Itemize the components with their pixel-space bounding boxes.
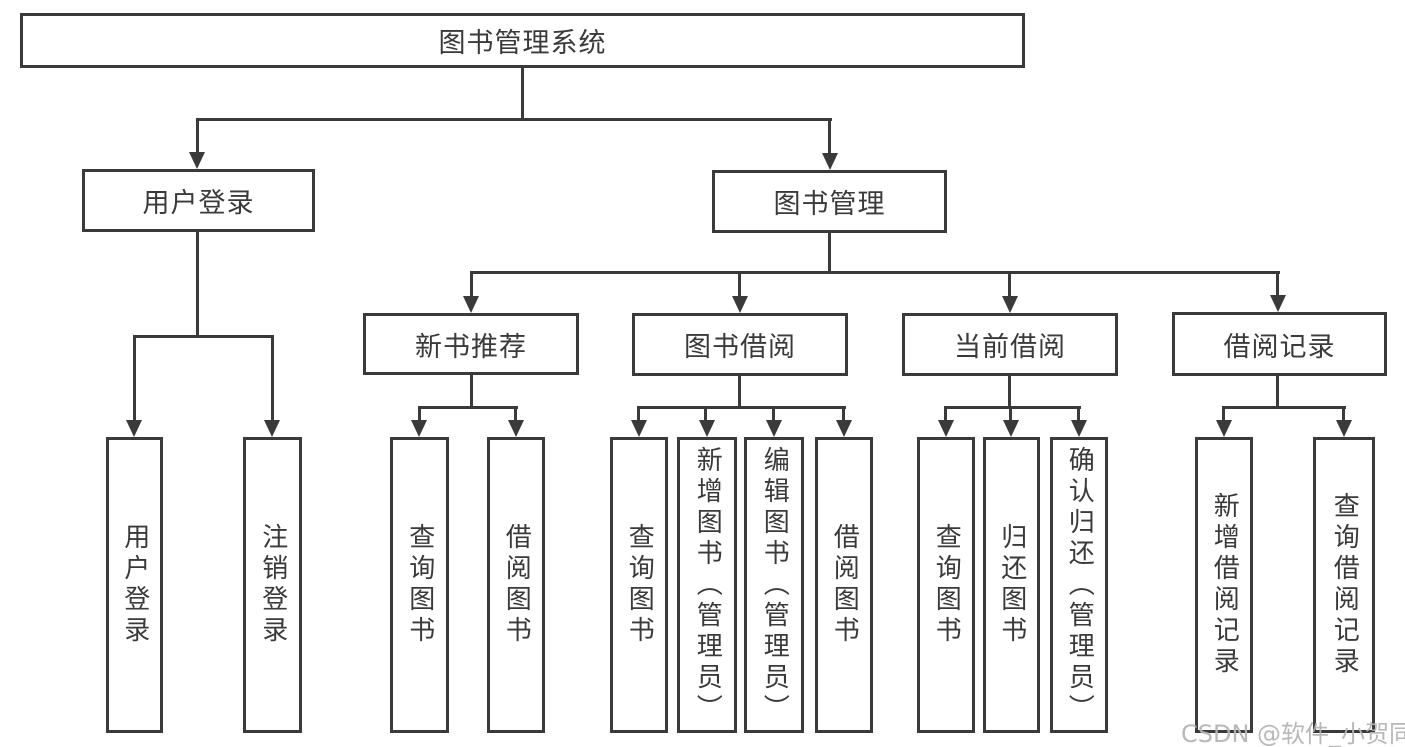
node-book-borrowing: 图书借阅 [632,313,848,376]
node-label: 借阅记录 [1223,331,1336,363]
leaf-query-books-current: 查询图书 [917,437,975,733]
node-label: 查询图书 [931,523,962,647]
node-label: 借阅图书 [501,523,532,647]
leaf-borrow-books-recommend: 借阅图书 [487,437,545,733]
connector-line [196,231,199,337]
connector-line [418,406,421,422]
node-label: 编辑图书（管理员） [759,445,790,725]
connector-line [1222,406,1346,409]
connector-line [944,406,1081,409]
leaf-user-login: 用户登录 [106,437,163,733]
connector-line [470,271,1280,274]
node-new-book-recommendation: 新书推荐 [363,313,579,375]
arrow-down-icon [1336,420,1352,437]
arrow-down-icon [732,296,748,313]
connector-line [1342,406,1345,422]
node-label: 查询借阅记录 [1329,492,1360,678]
arrow-down-icon [463,296,479,313]
connector-line [637,406,640,422]
node-label: 查询图书 [404,523,435,647]
connector-line [521,67,524,120]
connector-line [470,374,473,409]
arrow-down-icon [189,152,205,169]
leaf-logout-login: 注销登录 [243,437,302,733]
connector-line [637,406,846,409]
connector-line [1009,406,1012,422]
connector-line [271,335,274,422]
node-current-borrowing: 当前借阅 [902,313,1118,376]
node-label: 图书管理系统 [438,28,607,59]
arrow-down-icon [411,420,427,437]
node-label: 用户登录 [119,523,150,647]
leaf-borrow-books-borrowing: 借阅图书 [815,437,873,733]
connector-line [772,406,775,422]
leaf-return-books: 归还图书 [983,437,1040,733]
arrow-down-icon [1071,420,1087,437]
node-label: 查询图书 [624,523,655,647]
node-label: 新增借阅记录 [1209,492,1240,678]
arrow-down-icon [1270,295,1286,312]
arrow-down-icon [1003,420,1019,437]
node-label: 借阅图书 [829,523,860,647]
arrow-down-icon [264,420,280,437]
connector-line [196,118,199,154]
arrow-down-icon [836,420,852,437]
node-user-login: 用户登录 [82,169,315,232]
arrow-down-icon [699,420,715,437]
connector-line [470,271,473,298]
watermark: CSDN @软件_小贺同学 [1181,720,1405,747]
leaf-query-books-borrowing: 查询图书 [610,437,668,733]
arrow-down-icon [938,420,954,437]
node-borrow-records: 借阅记录 [1172,312,1387,376]
node-label: 注销登录 [257,523,288,647]
node-label: 图书借阅 [684,332,796,363]
node-book-management: 图书管理 [712,170,947,233]
node-label: 图书管理 [773,189,886,220]
leaf-add-books-admin: 新增图书（管理员） [677,437,737,733]
connector-line [1222,406,1225,422]
leaf-confirm-return-admin: 确认归还（管理员） [1050,437,1108,733]
node-library-management-system: 图书管理系统 [20,13,1025,68]
node-label: 确认归还（管理员） [1064,445,1095,725]
connector-line [1008,375,1011,409]
connector-line [738,375,741,409]
arrow-down-icon [631,420,647,437]
connector-line [1008,271,1011,298]
arrow-down-icon [822,153,838,170]
connector-line [1276,271,1279,298]
arrow-down-icon [508,420,524,437]
leaf-edit-books-admin: 编辑图书（管理员） [744,437,804,733]
leaf-query-books-recommend: 查询图书 [390,437,449,733]
arrow-down-icon [126,420,142,437]
connector-line [133,335,274,338]
connector-line [828,118,831,155]
connector-line [1276,375,1279,409]
arrow-down-icon [1216,420,1232,437]
connector-line [1077,406,1080,422]
node-label: 归还图书 [996,523,1027,647]
node-label: 用户登录 [142,188,255,219]
leaf-add-borrow-record: 新增借阅记录 [1195,437,1253,733]
arrow-down-icon [766,420,782,437]
connector-line [418,406,518,409]
connector-line [828,232,831,274]
arrow-down-icon [1002,296,1018,313]
connector-line [842,406,845,422]
leaf-query-borrow-record: 查询借阅记录 [1313,437,1375,733]
node-label: 当前借阅 [954,332,1066,363]
connector-line [133,335,136,422]
node-label: 新增图书（管理员） [692,445,723,725]
connector-line [704,406,707,422]
node-label: 新书推荐 [415,331,527,363]
connector-line [738,271,741,298]
connector-line [944,406,947,422]
connector-line [196,118,832,121]
connector-line [514,406,517,422]
